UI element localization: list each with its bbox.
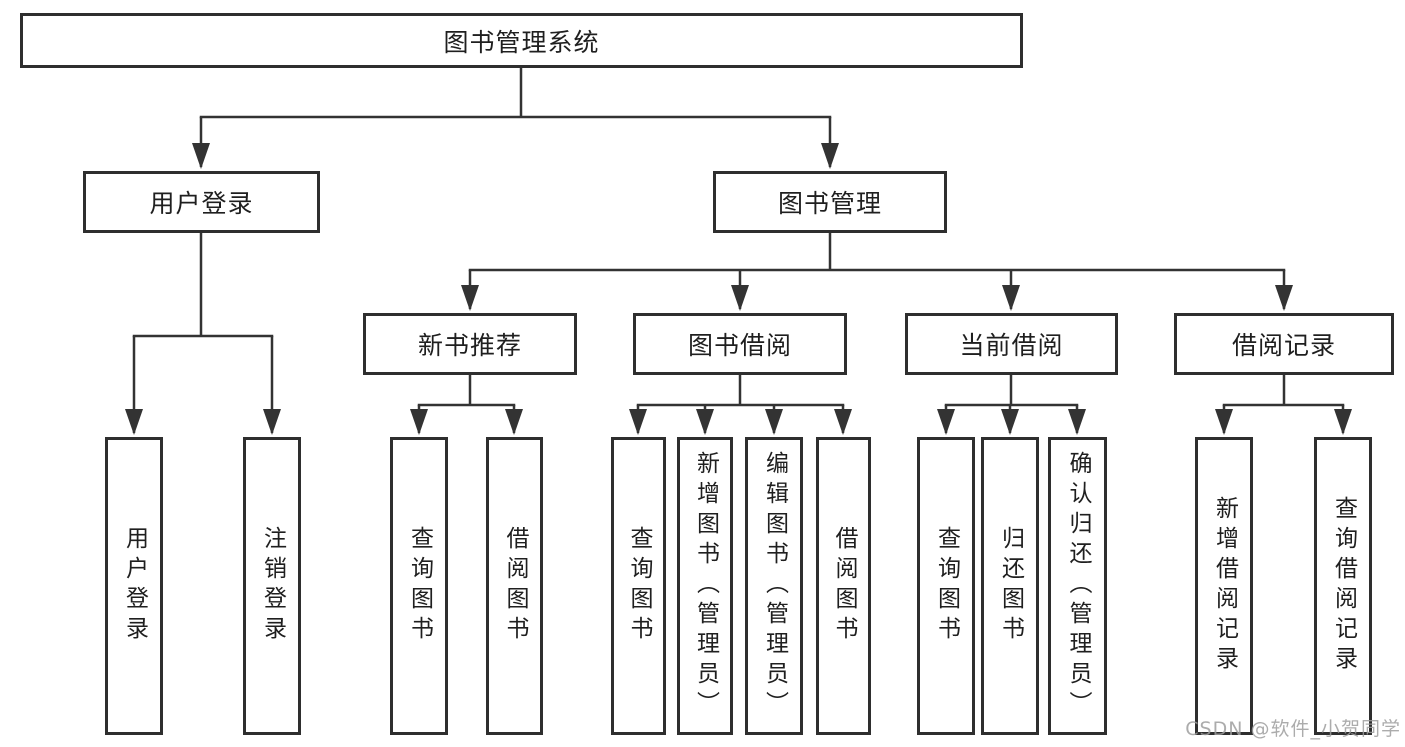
- leaf-user-login: 用户登录: [105, 437, 163, 735]
- leaf-label: 编辑图书（管理员）: [761, 451, 788, 721]
- node-book-management: 图书管理: [713, 171, 947, 233]
- node-current-borrowing: 当前借阅: [905, 313, 1118, 375]
- leaf-borrow-book-recommend: 借阅图书: [486, 437, 543, 735]
- leaf-label: 注销登录: [259, 526, 286, 646]
- leaf-return-book: 归还图书: [981, 437, 1039, 735]
- leaf-add-borrow-record: 新增借阅记录: [1195, 437, 1253, 735]
- leaf-label: 新增图书（管理员）: [692, 451, 719, 721]
- leaf-query-borrow-record: 查询借阅记录: [1314, 437, 1372, 735]
- leaf-label: 查询借阅记录: [1330, 496, 1357, 676]
- leaf-query-book-borrowing: 查询图书: [611, 437, 666, 735]
- leaf-query-book-current: 查询图书: [917, 437, 975, 735]
- leaf-logout: 注销登录: [243, 437, 301, 735]
- node-borrow-records: 借阅记录: [1174, 313, 1394, 375]
- leaf-label: 查询图书: [933, 526, 960, 646]
- leaf-label: 新增借阅记录: [1211, 496, 1238, 676]
- node-book-borrowing: 图书借阅: [633, 313, 847, 375]
- leaf-label: 查询图书: [406, 526, 433, 646]
- csdn-watermark: CSDN @软件_小贺同学: [1185, 718, 1401, 740]
- leaf-label: 用户登录: [121, 526, 148, 646]
- leaf-label: 归还图书: [997, 526, 1024, 646]
- leaf-label: 确认归还（管理员）: [1065, 451, 1091, 721]
- node-user-login: 用户登录: [83, 171, 320, 233]
- leaf-label: 借阅图书: [831, 526, 857, 646]
- node-new-book-recommend: 新书推荐: [363, 313, 577, 375]
- leaf-borrow-book: 借阅图书: [816, 437, 871, 735]
- leaf-confirm-return-admin: 确认归还（管理员）: [1048, 437, 1107, 735]
- leaf-add-book-admin: 新增图书（管理员）: [677, 437, 733, 735]
- leaf-label: 借阅图书: [502, 526, 528, 646]
- leaf-edit-book-admin: 编辑图书（管理员）: [745, 437, 803, 735]
- leaf-label: 查询图书: [626, 526, 652, 646]
- leaf-query-book-recommend: 查询图书: [390, 437, 448, 735]
- node-root-system: 图书管理系统: [20, 13, 1023, 68]
